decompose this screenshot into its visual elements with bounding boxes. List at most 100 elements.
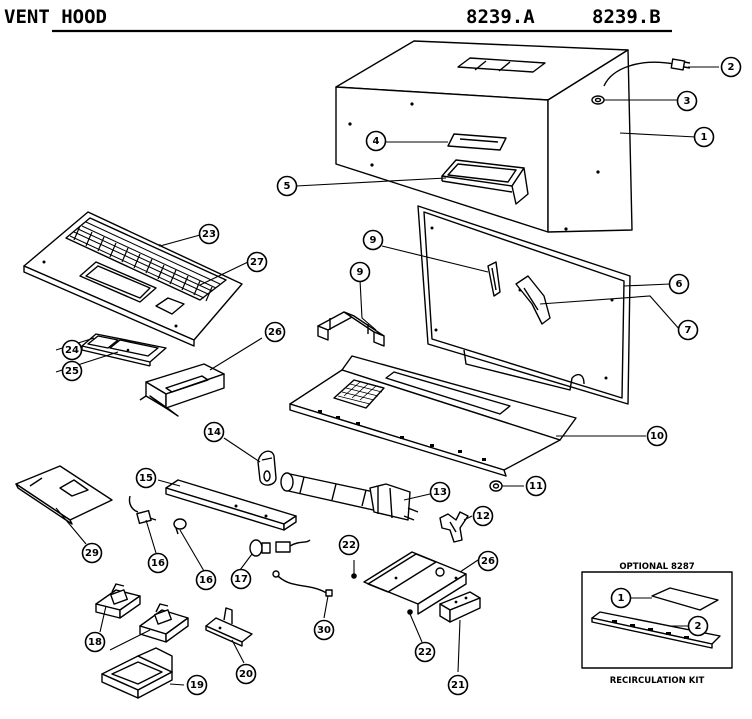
callout-part-1: 1 [693, 126, 715, 148]
callout-part-25: 25 [61, 360, 83, 382]
callout-part-21: 21 [447, 674, 469, 696]
kit-callout-part-2: 2 [687, 615, 709, 637]
callout-part-20: 20 [235, 663, 257, 685]
part-light-lens [81, 333, 167, 367]
svg-text:23: 23 [202, 229, 216, 240]
svg-text:1: 1 [701, 132, 708, 143]
svg-text:5: 5 [284, 181, 291, 192]
svg-text:1: 1 [618, 593, 625, 604]
callout-part-17: 17 [230, 568, 252, 590]
part-lamp-socket [257, 450, 277, 486]
svg-text:16: 16 [151, 558, 165, 569]
callout-part-16: 16 [195, 569, 217, 591]
part-knob [489, 480, 503, 492]
part-damper [441, 159, 529, 205]
callout-part-13: 13 [429, 481, 451, 503]
svg-text:9: 9 [357, 267, 364, 278]
svg-text:15: 15 [139, 473, 153, 484]
kit-callout-part-1: 1 [610, 587, 632, 609]
page-title: VENT HOOD [4, 6, 107, 28]
callout-part-30: 30 [313, 619, 335, 641]
callout-part-18: 18 [84, 631, 106, 653]
callout-part-14: 14 [203, 421, 225, 443]
callout-part-26: 26 [264, 321, 286, 343]
svg-text:26: 26 [481, 556, 495, 567]
callout-part-2: 2 [720, 56, 742, 78]
callout-part-7: 7 [677, 319, 699, 341]
kit-caption: RECIRCULATION KIT [610, 676, 705, 686]
svg-text:20: 20 [239, 669, 253, 680]
callout-part-15: 15 [135, 467, 157, 489]
callout-part-3: 3 [676, 90, 698, 112]
callout-part-5: 5 [276, 175, 298, 197]
svg-text:14: 14 [207, 427, 221, 438]
kit-title: OPTIONAL 8287 [619, 562, 694, 572]
callout-part-4: 4 [365, 130, 387, 152]
svg-text:11: 11 [529, 481, 543, 492]
svg-text:4: 4 [373, 136, 380, 147]
svg-text:22: 22 [418, 647, 432, 658]
callout-part-24: 24 [61, 339, 83, 361]
part-rear-panel [417, 205, 631, 405]
header: VENT HOOD 8239.A 8239.B [4, 6, 672, 33]
part-power-cord [603, 58, 691, 87]
part-filter [15, 465, 113, 525]
svg-text:9: 9 [370, 235, 377, 246]
callout-part-23: 23 [198, 223, 220, 245]
part-light-bulb [173, 518, 187, 535]
part-small-bracket [317, 311, 385, 347]
svg-text:16: 16 [199, 575, 213, 586]
svg-text:30: 30 [317, 625, 331, 636]
callout-part-11: 11 [525, 475, 547, 497]
part-lamp-wiring [249, 539, 333, 597]
part-screws [351, 573, 413, 615]
part-grille-panel [23, 211, 243, 347]
part-hood-shell [335, 40, 633, 233]
svg-text:17: 17 [234, 574, 248, 585]
svg-text:6: 6 [676, 279, 683, 290]
svg-text:18: 18 [88, 637, 102, 648]
model-number-a: 8239.A [466, 6, 535, 28]
part-tray [101, 647, 173, 699]
svg-text:24: 24 [65, 345, 79, 356]
part-blower-motor [280, 472, 419, 521]
recirculation-kit-box: OPTIONAL 8287 RECIRCULATION KIT [581, 562, 733, 686]
svg-text:7: 7 [685, 325, 692, 336]
callout-part-22: 22 [338, 534, 360, 556]
callout-part-22: 22 [414, 641, 436, 663]
callout-part-6: 6 [668, 273, 690, 295]
callout-part-26: 26 [477, 550, 499, 572]
callout-part-29: 29 [81, 542, 103, 564]
part-blower-clip [439, 511, 469, 543]
part-control-module [139, 363, 225, 417]
callout-part-9: 9 [362, 229, 384, 251]
callout-part-16: 16 [147, 552, 169, 574]
callout-part-12: 12 [472, 505, 494, 527]
svg-text:10: 10 [650, 431, 664, 442]
svg-text:19: 19 [190, 680, 204, 691]
model-number-b: 8239.B [592, 6, 661, 28]
svg-text:22: 22 [342, 540, 356, 551]
callout-part-27: 27 [246, 251, 268, 273]
svg-text:21: 21 [451, 680, 465, 691]
part-motor-mounts [95, 583, 189, 643]
part-switch [128, 495, 157, 525]
svg-text:2: 2 [695, 621, 702, 632]
part-bottom-pan [289, 355, 577, 477]
part-bracket-20 [205, 607, 253, 647]
svg-text:26: 26 [268, 327, 282, 338]
svg-text:29: 29 [85, 548, 99, 559]
svg-text:27: 27 [250, 257, 264, 268]
callout-part-19: 19 [186, 674, 208, 696]
callout-part-9: 9 [349, 261, 371, 283]
part-light-bracket [165, 479, 297, 531]
part-terminal-block [439, 591, 481, 623]
svg-text:13: 13 [433, 487, 447, 498]
part-mounting-bracket [363, 551, 467, 615]
svg-text:25: 25 [65, 366, 79, 377]
svg-text:2: 2 [728, 62, 735, 73]
callout-part-10: 10 [646, 425, 668, 447]
part-duct-bracket [487, 261, 551, 325]
